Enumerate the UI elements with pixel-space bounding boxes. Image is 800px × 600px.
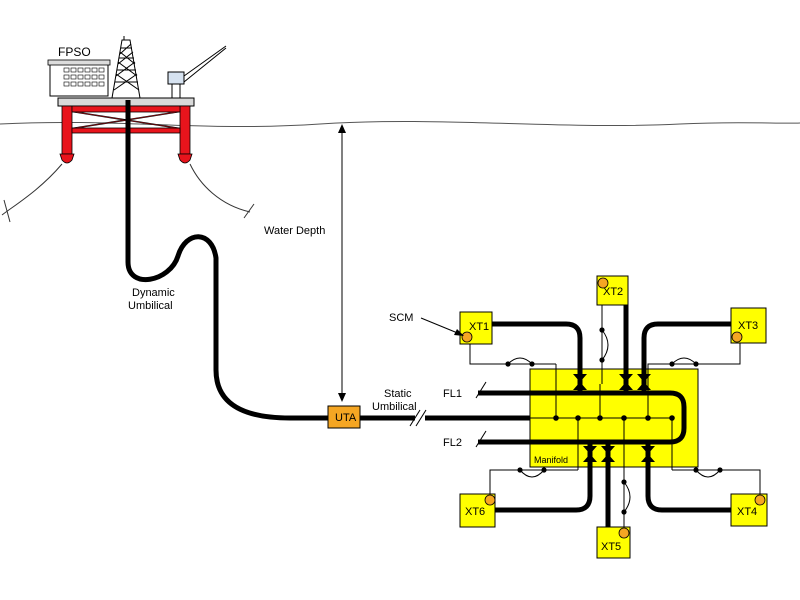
tree-label: XT5 [601,541,621,553]
control-junction-dots [505,327,723,515]
tree-label: XT6 [465,506,485,518]
fpso-label: FPSO [58,45,91,59]
well-jumpers [490,300,735,530]
mooring-line-right [189,163,251,213]
tree-label: XT3 [738,320,758,332]
tree-xt4: XT4 [730,493,768,527]
mooring-line-left [1,163,63,216]
water-depth-arrow [338,124,346,402]
tree-xt1: XT1 [459,311,493,345]
scm-indicator [484,494,496,506]
static-umbilical-label-2: Umbilical [372,401,417,413]
static-umbilical-break [409,408,427,428]
tree-xt5: XT5 [596,526,631,559]
scm-indicator [618,527,630,539]
scm-indicator [754,494,766,506]
scm-pointer-arrowhead [454,329,464,336]
tree-label: XT2 [603,286,623,298]
scm-indicator [597,277,609,289]
tree-label: XT4 [737,506,757,518]
uta-label: UTA [335,412,357,424]
tree-xt6: XT6 [459,493,496,528]
dynamic-umbilical-label-1: Dynamic [132,287,175,299]
manifold-label: Manifold [534,455,568,465]
dynamic-umbilical-label-2: Umbilical [128,300,173,312]
fl2-label: FL2 [443,437,462,449]
fl1-label: FL1 [443,388,462,400]
accommodation-windows [63,67,105,87]
static-umbilical-label-1: Static [384,388,412,400]
manifold-valves [573,374,655,462]
tree-xt2: XT2 [596,275,629,306]
flowline-breaks [475,381,487,448]
water-depth-label: Water Depth [264,225,325,237]
derrick [111,36,141,99]
sea-surface-line [0,120,800,128]
dynamic-umbilical [125,100,328,421]
tree-label: XT1 [469,321,489,333]
crane [167,45,227,99]
tree-xt3: XT3 [730,307,767,344]
scm-indicator [461,331,473,343]
scm-pointer-line [420,317,461,335]
scm-indicator [731,331,743,343]
manifold-flowline-loop [478,390,687,445]
uta-box [327,405,361,429]
scm-label: SCM [389,312,413,324]
